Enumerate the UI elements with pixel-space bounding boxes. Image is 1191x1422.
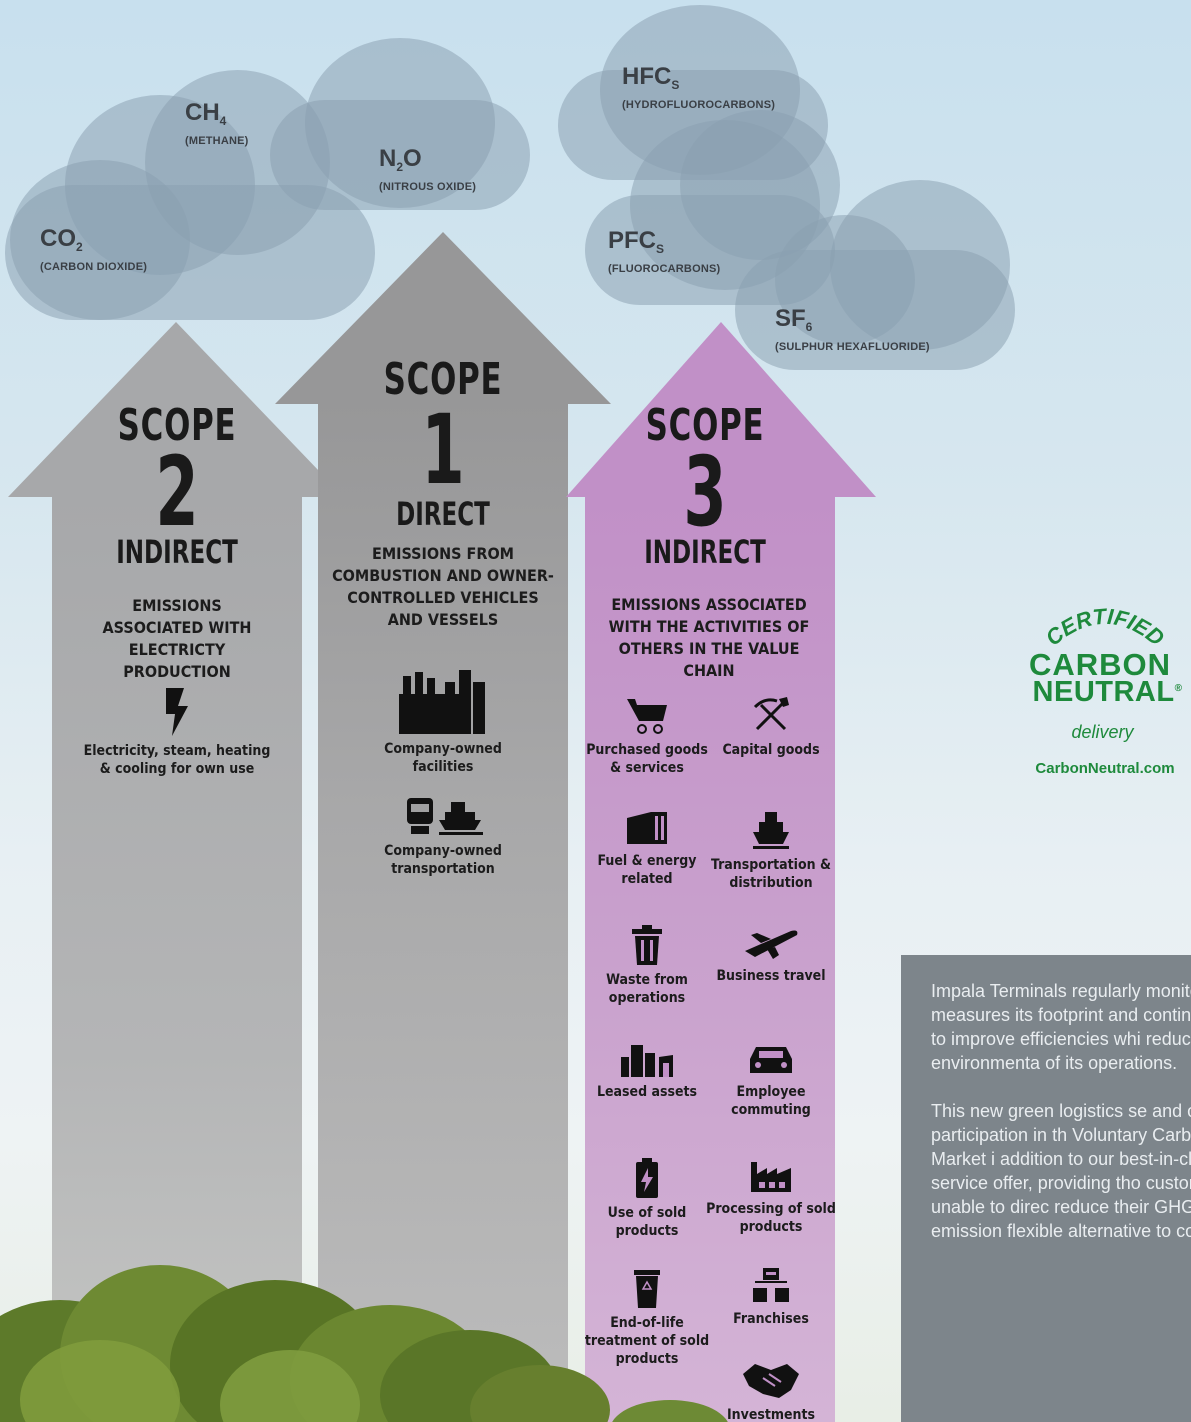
scope3-item-end-of-life: End-of-life treatment of sold products: [582, 1268, 712, 1368]
cloud-left: [0, 0, 560, 340]
scope2-title: SCOPE 2 INDIRECT: [116, 400, 238, 571]
franchise-icon: [753, 1268, 789, 1302]
scope3-item-business-travel: Business travel: [706, 925, 836, 985]
scope3-title: SCOPE 3 INDIRECT: [644, 400, 766, 571]
scope3-item-use-of-sold-products: Use of sold products: [582, 1158, 712, 1240]
scope3-item-purchased-goods: Purchased goods & services: [582, 695, 712, 777]
shopping-cart-icon: [627, 699, 667, 734]
info-panel: Impala Terminals regularly monitors and …: [901, 955, 1191, 1422]
scope3-item-waste: Waste from operations: [582, 925, 712, 1007]
ship-icon: [753, 812, 789, 849]
scope1-arrow-shaft: [318, 402, 568, 1422]
handshake-icon: [743, 1364, 799, 1398]
airplane-icon: [745, 930, 798, 959]
scope3-item-investments: Investments: [706, 1360, 836, 1422]
scope3-item-processing: Processing of sold products: [706, 1158, 836, 1236]
pickaxe-shovel-icon: [753, 697, 789, 731]
scope3-item-transportation: Transportation & distribution: [706, 810, 836, 892]
badge-line1: CARBON: [1028, 647, 1172, 682]
lightning-icon: [166, 688, 188, 736]
fuel-tank-icon: [627, 812, 667, 844]
certified-arc-text: CERTIFIED: [1041, 604, 1169, 651]
factory-icon: [399, 670, 485, 734]
scope3-item-fuel-energy: Fuel & energy related: [582, 810, 712, 888]
scope3-item-leased-assets: Leased assets: [582, 1043, 712, 1101]
scope1-item-facilities: Company-owned facilities: [378, 664, 508, 776]
scope3-arrow-shaft: [585, 495, 835, 1422]
scope3-item-employee-commuting: Employee commuting: [706, 1043, 836, 1119]
truck-ship-icon: [407, 798, 483, 835]
gas-ch4: CH4 (METHANE): [185, 99, 249, 148]
svg-text:CERTIFIED: CERTIFIED: [1041, 604, 1169, 651]
recycle-bin-icon: [634, 1270, 660, 1308]
scope3-item-franchises: Franchises: [706, 1268, 836, 1328]
scope3-description: EMISSIONS ASSOCIATED WITH THE ACTIVITIES…: [608, 595, 810, 680]
buildings-icon: [621, 1045, 673, 1077]
scope2-item-electricity: Electricity, steam, heating & cooling fo…: [77, 688, 277, 778]
info-paragraph-2: This new green logistics se and our part…: [931, 1101, 1191, 1241]
trash-bin-icon: [632, 925, 662, 965]
badge-sub: delivery: [1071, 722, 1134, 742]
car-icon: [750, 1047, 792, 1073]
badge-url: CarbonNeutral.com: [1035, 760, 1175, 777]
scope1-description: EMISSIONS FROM COMBUSTION AND OWNER-CONT…: [332, 544, 554, 629]
badge-line2: NEUTRAL®: [1032, 676, 1183, 708]
info-paragraph-1: Impala Terminals regularly monitors and …: [931, 981, 1191, 1073]
gas-co2: CO2 (CARBON DIOXIDE): [40, 225, 148, 274]
gas-pfc: PFCS (FLUOROCARBONS): [608, 227, 721, 276]
scope1-arrow-head: [275, 232, 611, 404]
gas-n2o: N2O (NITROUS OXIDE): [379, 145, 477, 194]
scope3-item-capital-goods: Capital goods: [706, 695, 836, 759]
scope2-description: EMISSIONS ASSOCIATED WITH ELECTRICTY PRO…: [102, 596, 252, 681]
gas-hfc: HFCS (HYDROFLUOROCARBONS): [622, 63, 776, 112]
scope1-title: SCOPE 1 DIRECT: [383, 354, 503, 533]
scope3-arrow-head: [566, 322, 876, 497]
scope1-item-transportation: Company-owned transportation: [378, 796, 508, 878]
battery-icon: [636, 1158, 658, 1198]
carbon-neutral-badge: CERTIFIED CARBON NEUTRAL® delivery Carbo…: [1020, 600, 1191, 780]
factory-roof-icon: [751, 1162, 791, 1192]
